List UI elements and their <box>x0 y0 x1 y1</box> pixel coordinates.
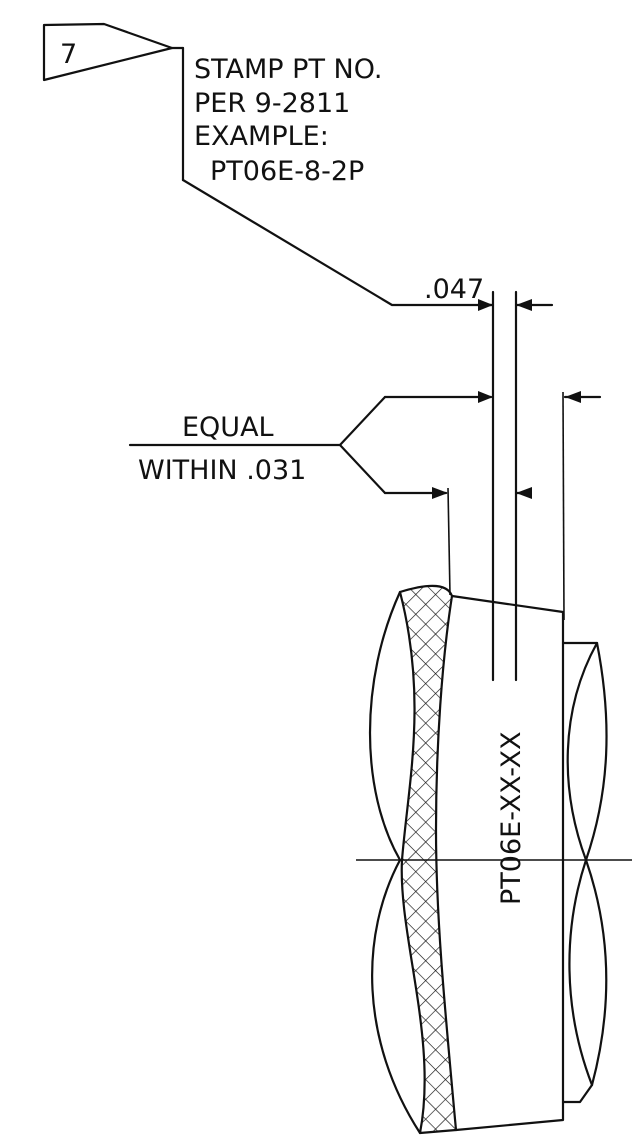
equal-bracket <box>338 395 387 495</box>
nose-outline <box>561 641 608 1104</box>
note-line-2: PER 9-2811 <box>194 88 350 119</box>
note-line-3: EXAMPLE: <box>194 121 329 152</box>
note-leader-line <box>181 178 495 307</box>
dimension-equal-upper <box>383 391 602 403</box>
left-lens-upper-outer <box>369 590 402 862</box>
note-line-4: PT06E-8-2P <box>210 156 364 187</box>
stamp-note: STAMP PT NO. PER 9-2811 EXAMPLE: PT06E-8… <box>181 46 382 187</box>
extension-line-c <box>447 487 451 596</box>
extension-line-d <box>562 391 565 621</box>
dimension-top-value: .047 <box>424 274 484 305</box>
knurl-outline <box>398 584 458 1135</box>
barrel-outline <box>450 594 565 1132</box>
flag-number: 7 <box>60 39 77 70</box>
nose-lens-upper <box>566 641 599 862</box>
part-marking: PT06E-XX-XX <box>496 731 527 905</box>
left-lens-lower-outer <box>371 858 422 1135</box>
equal-note-line-1: EQUAL <box>182 412 274 443</box>
nose-lens-lower <box>584 858 608 1087</box>
flag-note: 7 <box>42 22 185 82</box>
note-line-1: STAMP PT NO. <box>194 54 382 85</box>
equal-note-line-2: WITHIN .031 <box>138 455 306 486</box>
dimension-equal-lower <box>383 487 532 499</box>
equal-note: EQUAL WITHIN .031 <box>128 395 387 495</box>
dimension-top <box>476 299 554 311</box>
